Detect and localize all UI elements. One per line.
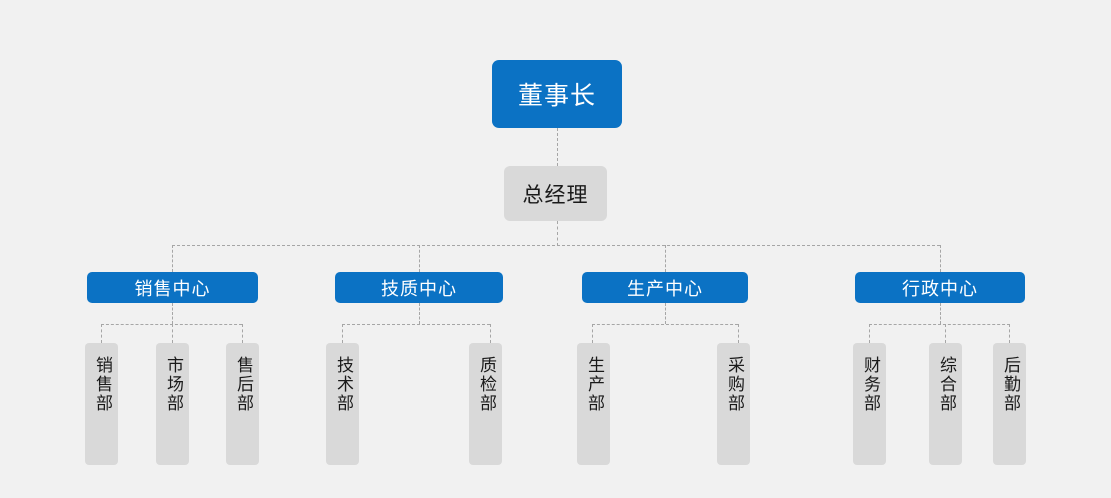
node-dept-production-label: 生产部 bbox=[584, 356, 604, 413]
node-dept-after-sales[interactable]: 售后部 bbox=[226, 343, 259, 465]
node-dept-technology-label: 技术部 bbox=[333, 356, 353, 413]
node-general-manager[interactable]: 总经理 bbox=[504, 166, 607, 221]
connector-bus-to-center-3 bbox=[665, 245, 666, 272]
connector-sales-stem bbox=[172, 303, 173, 324]
node-dept-production[interactable]: 生产部 bbox=[577, 343, 610, 465]
node-center-tech-quality[interactable]: 技质中心 bbox=[335, 272, 503, 303]
node-chairman[interactable]: 董事长 bbox=[492, 60, 622, 128]
node-dept-technology[interactable]: 技术部 bbox=[326, 343, 359, 465]
node-center-administration[interactable]: 行政中心 bbox=[855, 272, 1025, 303]
node-dept-finance[interactable]: 财务部 bbox=[853, 343, 886, 465]
node-dept-quality-inspection[interactable]: 质检部 bbox=[469, 343, 502, 465]
connector-centers-bus bbox=[172, 245, 940, 246]
node-dept-finance-label: 财务部 bbox=[860, 356, 880, 413]
connector-sales-to-dept-1 bbox=[101, 324, 102, 343]
node-center-administration-label: 行政中心 bbox=[902, 278, 978, 300]
node-center-production-label: 生产中心 bbox=[627, 278, 703, 300]
node-dept-logistics-label: 后勤部 bbox=[1000, 356, 1020, 413]
node-dept-procurement[interactable]: 采购部 bbox=[717, 343, 750, 465]
connector-bus-to-center-2 bbox=[419, 245, 420, 272]
connector-chairman-to-gm bbox=[557, 128, 558, 166]
connector-tech-quality-bus bbox=[342, 324, 490, 325]
connector-administration-to-dept-1 bbox=[869, 324, 870, 343]
node-center-production[interactable]: 生产中心 bbox=[582, 272, 748, 303]
connector-sales-to-dept-3 bbox=[242, 324, 243, 343]
node-dept-marketing[interactable]: 市场部 bbox=[156, 343, 189, 465]
connector-bus-to-center-1 bbox=[172, 245, 173, 272]
connector-production-to-dept-1 bbox=[592, 324, 593, 343]
node-dept-general-affairs[interactable]: 综合部 bbox=[929, 343, 962, 465]
connector-gm-stem bbox=[557, 221, 558, 246]
connector-administration-to-dept-2 bbox=[945, 324, 946, 343]
connector-sales-to-dept-2 bbox=[172, 324, 173, 343]
node-dept-logistics[interactable]: 后勤部 bbox=[993, 343, 1026, 465]
connector-production-stem bbox=[665, 303, 666, 324]
node-general-manager-label: 总经理 bbox=[522, 182, 589, 207]
node-center-sales[interactable]: 销售中心 bbox=[87, 272, 258, 303]
node-dept-marketing-label: 市场部 bbox=[163, 356, 183, 413]
connector-tech-quality-to-dept-1 bbox=[342, 324, 343, 343]
connector-tech-quality-stem bbox=[419, 303, 420, 324]
connector-production-bus bbox=[592, 324, 738, 325]
node-dept-procurement-label: 采购部 bbox=[724, 356, 744, 413]
connector-administration-stem bbox=[940, 303, 941, 324]
node-dept-general-affairs-label: 综合部 bbox=[936, 356, 956, 413]
connector-sales-bus bbox=[101, 324, 242, 325]
connector-bus-to-center-4 bbox=[940, 245, 941, 272]
node-dept-quality-inspection-label: 质检部 bbox=[476, 356, 496, 413]
node-center-tech-quality-label: 技质中心 bbox=[381, 278, 457, 300]
connector-administration-bus bbox=[869, 324, 1010, 325]
node-dept-sales-label: 销售部 bbox=[92, 356, 112, 413]
connector-production-to-dept-2 bbox=[738, 324, 739, 343]
node-chairman-label: 董事长 bbox=[517, 81, 596, 110]
node-dept-sales[interactable]: 销售部 bbox=[85, 343, 118, 465]
node-center-sales-label: 销售中心 bbox=[134, 278, 211, 300]
connector-tech-quality-to-dept-2 bbox=[490, 324, 491, 343]
connector-administration-to-dept-3 bbox=[1009, 324, 1010, 343]
node-dept-after-sales-label: 售后部 bbox=[233, 356, 253, 413]
